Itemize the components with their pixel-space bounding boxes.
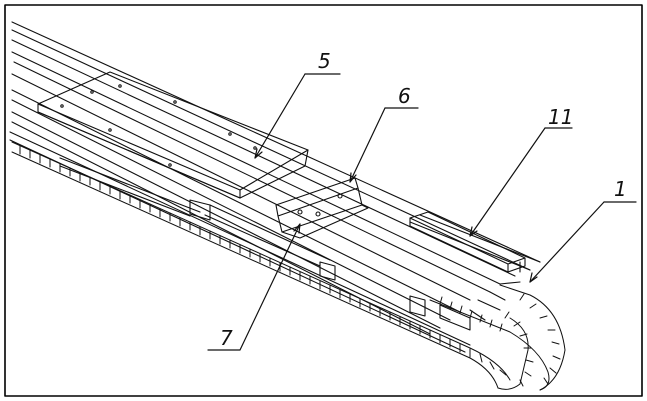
top-plate (37, 71, 309, 199)
leader-7 (207, 223, 301, 351)
angle-bracket (275, 177, 369, 239)
leader-lines (207, 73, 637, 351)
callout-5: 5 (318, 49, 331, 73)
leader-5 (254, 73, 341, 159)
leader-1 (529, 201, 637, 283)
callout-6: 6 (398, 84, 411, 108)
leader-6 (349, 107, 419, 183)
callout-11: 11 (548, 105, 573, 129)
callout-7: 7 (220, 326, 233, 350)
callout-1: 1 (614, 177, 627, 201)
guide-bar (409, 211, 526, 273)
drawing-border (4, 4, 643, 397)
drag-chain (11, 141, 566, 391)
leader-11 (469, 127, 573, 237)
